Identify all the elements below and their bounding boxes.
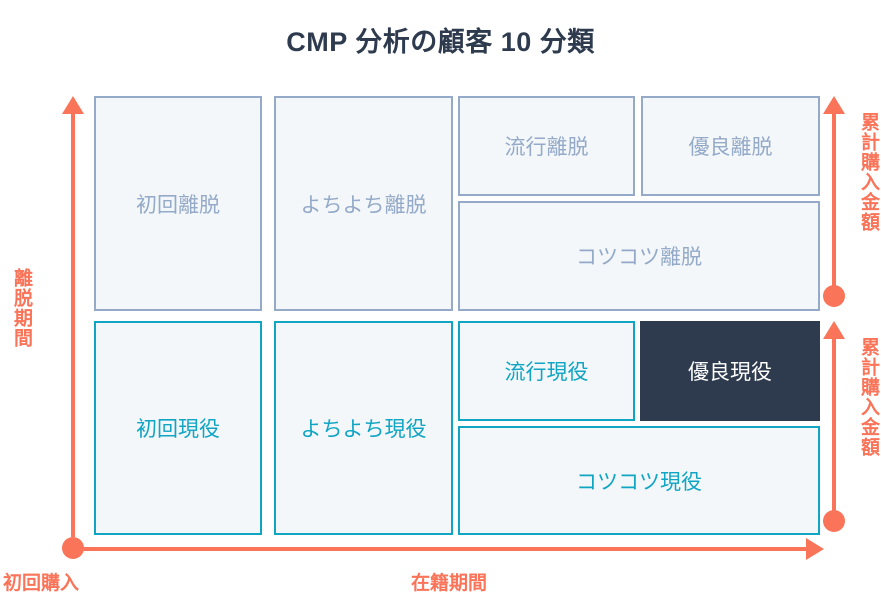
right-upper-axis-label: 累計購入金額 bbox=[858, 112, 879, 232]
segment-trendy-active[interactable]: 流行現役 bbox=[458, 321, 635, 421]
segment-premium-active[interactable]: 優良現役 bbox=[640, 321, 820, 421]
page-title: CMP 分析の顧客 10 分類 bbox=[286, 27, 595, 57]
segment-toddler-active[interactable]: よちよち現役 bbox=[274, 321, 453, 535]
left-axis-line bbox=[71, 112, 75, 537]
right-upper-axis-arrow-head-icon bbox=[823, 96, 845, 114]
left-axis-arrow-head-icon bbox=[62, 96, 84, 114]
bottom-axis-arrow-head-icon bbox=[806, 538, 824, 560]
segment-label: よちよち現役 bbox=[300, 418, 427, 441]
segment-premium-churn[interactable]: 優良離脱 bbox=[641, 96, 820, 196]
segment-label: 流行離脱 bbox=[504, 136, 589, 159]
segment-steady-active[interactable]: コツコツ現役 bbox=[458, 426, 820, 535]
segment-first-churn[interactable]: 初回離脱 bbox=[94, 96, 262, 311]
segment-label: 優良現役 bbox=[688, 361, 772, 384]
right-lower-axis-origin-dot bbox=[823, 510, 845, 532]
segment-label: 流行現役 bbox=[504, 361, 589, 384]
right-lower-axis-label: 累計購入金額 bbox=[858, 337, 879, 457]
segment-toddler-churn[interactable]: よちよち離脱 bbox=[274, 96, 453, 311]
segment-label: よちよち離脱 bbox=[300, 193, 427, 217]
segment-steady-churn[interactable]: コツコツ離脱 bbox=[458, 201, 820, 311]
segment-trendy-churn[interactable]: 流行離脱 bbox=[458, 96, 635, 196]
right-upper-axis-line bbox=[832, 112, 836, 292]
right-lower-axis-line bbox=[832, 337, 836, 517]
bottom-axis-origin-label: 初回購入 bbox=[3, 573, 80, 594]
bottom-axis-line bbox=[73, 547, 808, 551]
segment-label: 初回離脱 bbox=[136, 193, 220, 217]
segment-label: コツコツ現役 bbox=[576, 470, 702, 494]
right-upper-axis-origin-dot bbox=[823, 285, 845, 307]
left-axis-label: 離脱期間 bbox=[11, 268, 32, 348]
segment-label: 初回現役 bbox=[136, 418, 220, 441]
segment-label: コツコツ離脱 bbox=[576, 246, 702, 269]
segment-label: 優良離脱 bbox=[688, 136, 773, 159]
segment-first-active[interactable]: 初回現役 bbox=[94, 321, 262, 535]
right-lower-axis-arrow-head-icon bbox=[823, 321, 845, 339]
bottom-axis-label: 在籍期間 bbox=[411, 573, 488, 594]
